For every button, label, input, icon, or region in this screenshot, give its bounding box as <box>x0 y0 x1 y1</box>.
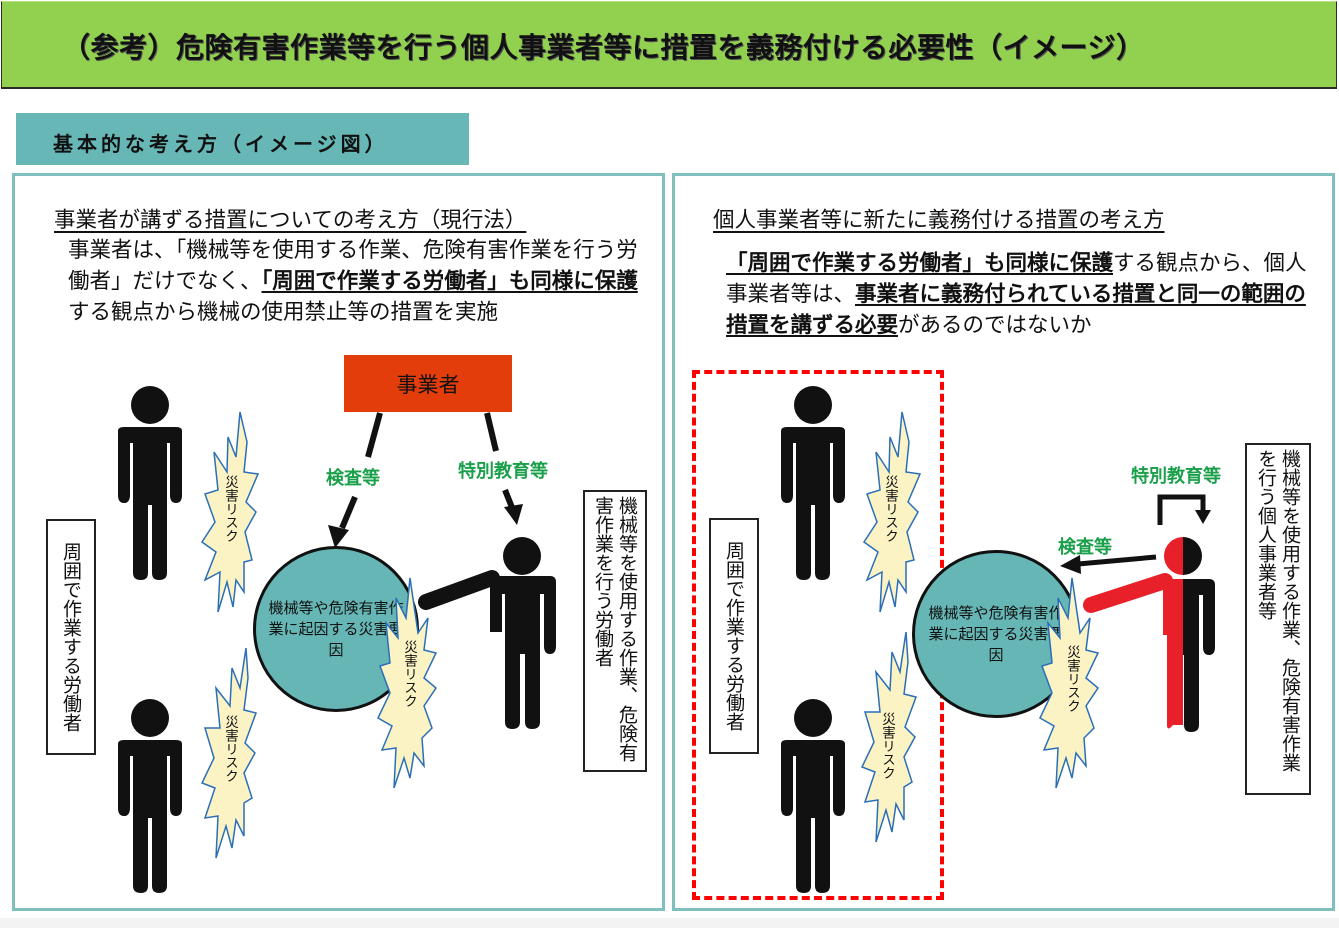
left-operator-box: 機械等を使用する作業、危険有害作業を行う労働者 <box>583 490 647 772</box>
left-para-text-1: 事業者は、「機械等を使用する作業、危険有害作業を行う労働者」だけでなく、 <box>68 238 638 294</box>
left-paragraph: 事業者は、「機械等を使用する作業、危険有害作業を行う労働者」だけでなく、「周囲で… <box>68 235 653 328</box>
left-surrounding-workers-box: 周囲で作業する労働者 <box>46 519 96 755</box>
self-employed-box: 機械等を使用する作業、危険有害作業を行う個人事業者等 <box>1245 443 1311 795</box>
arrow-inspection-right <box>1060 554 1157 574</box>
right-para-text-1: する観点から、個人事業者等は、 <box>726 251 1307 307</box>
arrow-education-left <box>484 412 523 525</box>
arrow-education-right <box>1157 494 1211 525</box>
person-icon-left-operator <box>418 537 556 729</box>
right-para-text-2: があるのではないか <box>898 313 1092 338</box>
person-icon-right-top <box>781 386 845 580</box>
person-icon-left-bottom <box>118 699 182 893</box>
right-education-label: 特別教育等 <box>1131 466 1221 487</box>
burst-icon-right-top <box>862 411 922 613</box>
burst-icon-left-top <box>200 411 260 613</box>
arrow-inspection-left <box>328 412 383 548</box>
left-hazard-text: 機械等や危険有害作業に起因する災害要因 <box>268 598 404 659</box>
person-icon-self-employed <box>1083 537 1215 732</box>
footer-strip <box>0 918 1339 928</box>
burst-icon-left-operator <box>377 577 438 789</box>
employer-box: 事業者 <box>344 355 512 412</box>
right-surrounding-workers-label: 周囲で作業する労働者 <box>723 541 745 731</box>
person-icon-left-top <box>118 386 182 580</box>
section-tab <box>16 113 469 165</box>
left-heading: 事業者が講ずる措置についての考え方（現行法） <box>54 208 527 233</box>
left-inspection-label: 検査等 <box>326 468 380 489</box>
section-tab-label: 基本的な考え方（イメージ図） <box>53 132 389 156</box>
burst-icon-left-bottom <box>200 647 257 859</box>
burst-label-right-top: 災害リスク <box>882 475 898 543</box>
page-title: （参考）危険有害作業等を行う個人事業者等に措置を義務付ける必要性（イメージ） <box>62 31 1145 64</box>
left-para-emphasis: 「周囲で作業する労働者」も同様に保護 <box>261 269 638 294</box>
title-bar <box>1 1 1337 89</box>
employer-label: 事業者 <box>396 372 460 397</box>
burst-label-right-operator: 災害リスク <box>1064 645 1080 713</box>
right-hazard-text: 機械等や危険有害作業に起因する災害要因 <box>928 603 1064 664</box>
burst-label-left-operator: 災害リスク <box>401 640 417 708</box>
self-employed-label: 機械等を使用する作業、危険有害作業を行う個人事業者等 <box>1255 449 1301 772</box>
burst-label-left-bottom: 災害リスク <box>222 715 238 783</box>
left-education-label: 特別教育等 <box>458 461 548 482</box>
right-surrounding-workers-box: 周囲で作業する労働者 <box>709 518 759 754</box>
right-paragraph: 「周囲で作業する労働者」も同様に保護する観点から、個人事業者等は、事業者に義務付… <box>726 248 1326 341</box>
right-heading: 個人事業者等に新たに義務付ける措置の考え方 <box>713 208 1165 233</box>
left-para-text-2: する観点から機械の使用禁止等の措置を実施 <box>68 300 499 325</box>
burst-label-left-top: 災害リスク <box>222 475 238 543</box>
burst-label-right-bottom: 災害リスク <box>879 712 895 780</box>
right-inspection-label: 検査等 <box>1058 537 1112 558</box>
person-icon-right-bottom <box>781 699 845 893</box>
panel-new-obligation <box>672 173 1335 911</box>
burst-icon-right-operator <box>1039 577 1100 789</box>
left-operator-label: 機械等を使用する作業、危険有害作業を行う労働者 <box>592 496 638 762</box>
right-para-emphasis-2: 事業者に義務付られている措置と同一の範囲の措置を講ずる必要 <box>726 282 1306 338</box>
burst-icon-right-bottom <box>860 631 917 843</box>
right-para-emphasis-1: 「周囲で作業する労働者」も同様に保護 <box>726 251 1114 276</box>
left-surrounding-workers-label: 周囲で作業する労働者 <box>60 542 82 732</box>
